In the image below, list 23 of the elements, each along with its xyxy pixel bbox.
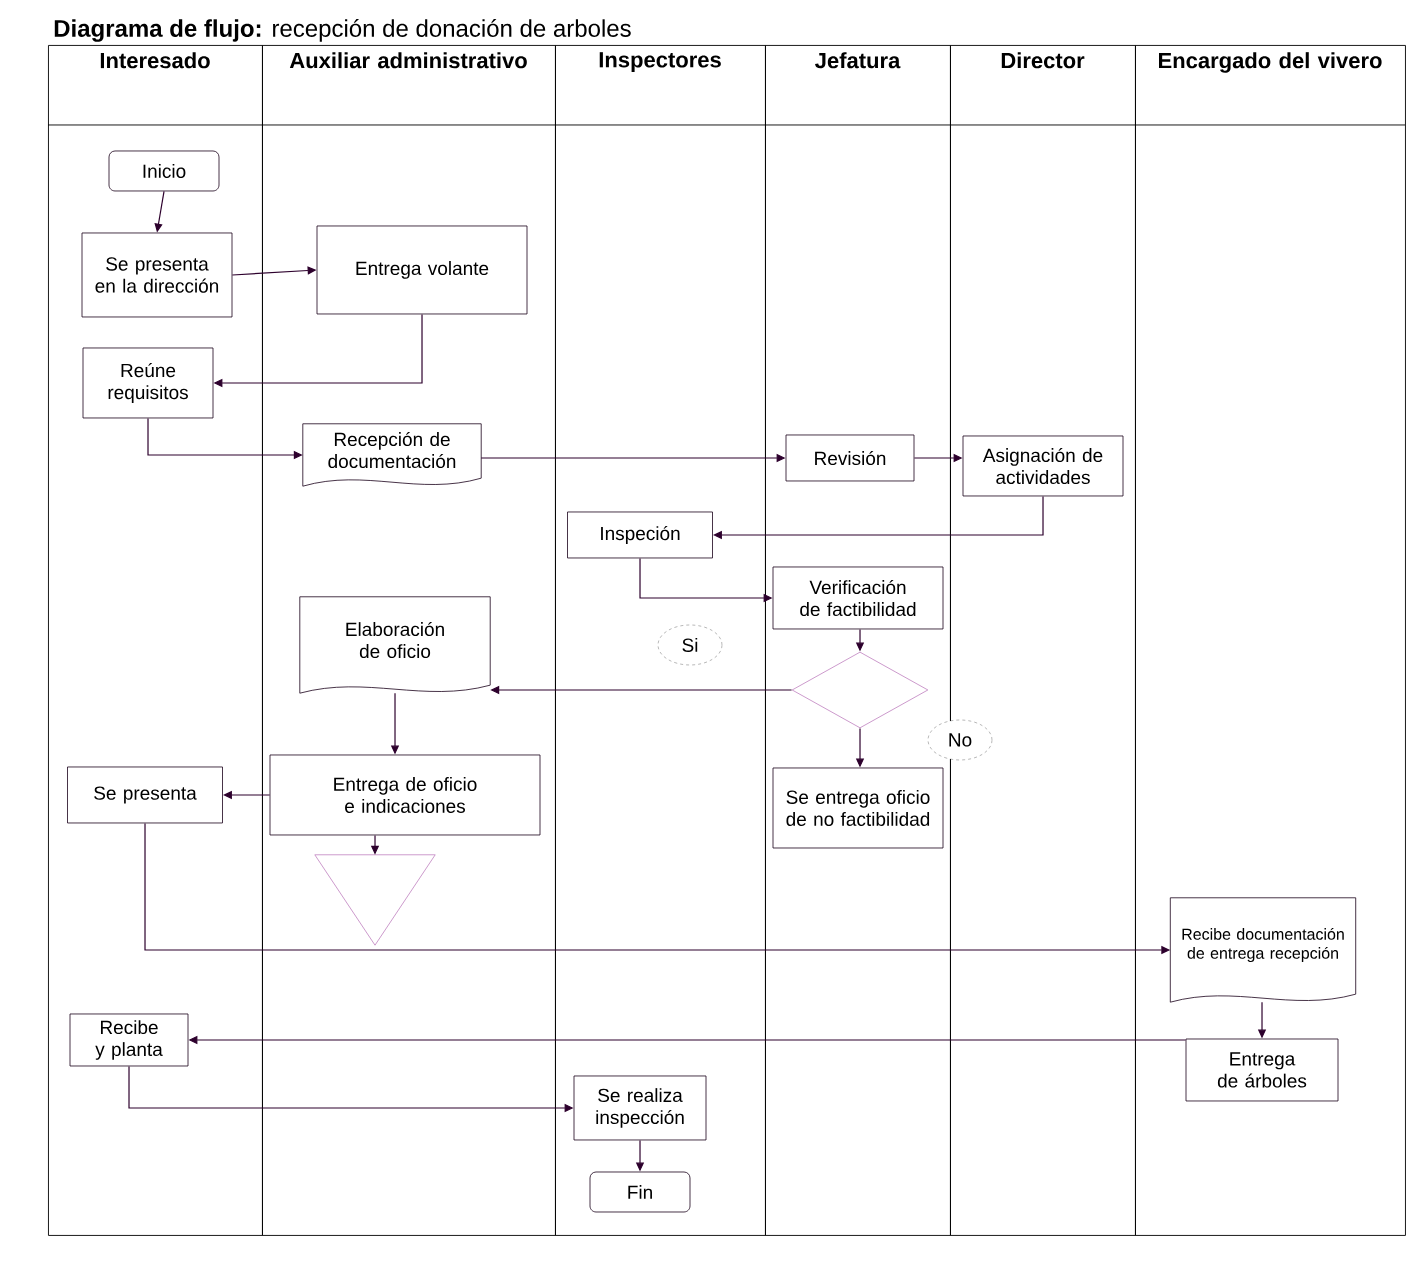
process-box: Entrega de árboles bbox=[1185, 1038, 1339, 1102]
decision-diamond bbox=[791, 651, 929, 729]
edge-label: Si bbox=[657, 624, 723, 666]
process-box: Verificación de factibilidad bbox=[772, 566, 944, 630]
document-shape: Recepción de documentación bbox=[302, 423, 482, 487]
process-box: Recibe y planta bbox=[69, 1013, 189, 1067]
process-box: Entrega de oficio e indicaciones bbox=[269, 754, 541, 836]
edge-label: No bbox=[927, 719, 993, 761]
document-shape: Recibe documentación de entrega recepción bbox=[1169, 897, 1357, 1003]
process-box: Se entrega oficio de no factibilidad bbox=[772, 767, 944, 849]
process-box: Se presenta bbox=[67, 766, 223, 824]
terminal-box: Fin bbox=[589, 1171, 691, 1213]
process-box: Asignación de actividades bbox=[962, 435, 1124, 497]
process-box: Reúne requisitos bbox=[82, 347, 214, 419]
process-box: Inspeción bbox=[567, 511, 713, 559]
document-shape: Elaboración de oficio bbox=[299, 596, 491, 694]
merge-triangle bbox=[314, 854, 436, 946]
terminal-box: Inicio bbox=[108, 150, 220, 192]
process-box: Entrega volante bbox=[316, 225, 528, 315]
process-box: Se realiza inspección bbox=[573, 1075, 707, 1141]
process-box: Revisión bbox=[785, 434, 915, 482]
process-box: Se presenta en la dirección bbox=[81, 232, 233, 318]
title: Diagrama de flujo: recepción de donación de arboles bbox=[54, 19, 631, 42]
